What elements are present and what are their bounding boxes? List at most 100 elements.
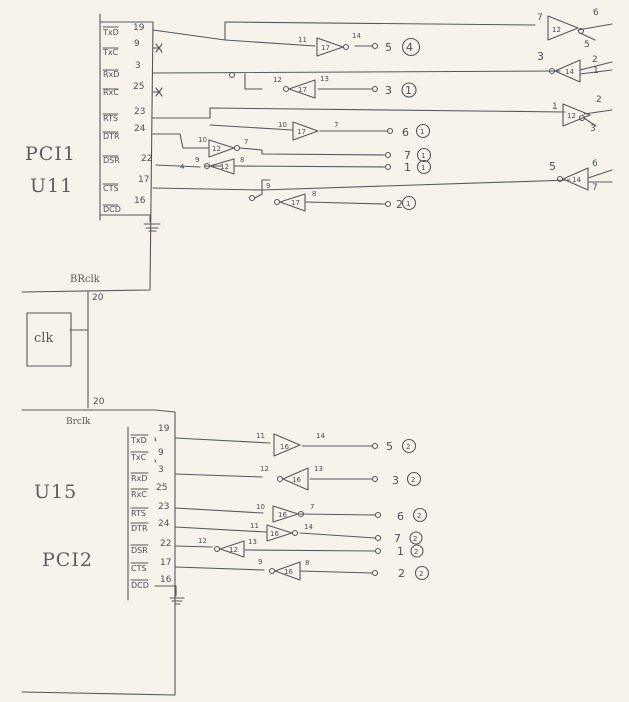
right-gate-2-type: 14 [565, 68, 574, 76]
u11-pin-label-dcd: DCD [103, 205, 121, 214]
u15-gate-rxd-type: 16 [292, 476, 301, 484]
u15-gate-txd-out: 14 [316, 432, 325, 440]
right-gate-3: 12 1 2 3 [552, 95, 602, 134]
right-gate-4-b: 6 [592, 159, 598, 169]
u15-out-conn: 2 [417, 512, 421, 520]
u11-pin-num-19: 19 [133, 23, 145, 33]
u11-chip-name: PCI1 [25, 143, 76, 165]
u15-gate-cts-out: 8 [305, 559, 309, 567]
u11-out-num: 3 [385, 84, 392, 97]
u15-out-num: 1 [397, 545, 404, 558]
u15-pin-num-16: 16 [160, 575, 172, 585]
u15-gate-dsr-type: 12 [229, 546, 238, 554]
u11-gate-dtr-out: 7 [244, 138, 248, 146]
right-gate-2-c: 1 [593, 66, 599, 76]
u11-pin-label-txd: TxD [102, 28, 119, 37]
u11-gate-txd-out: 14 [352, 32, 361, 40]
u11-out-num: 2 [396, 198, 403, 211]
u11-gate-dtr: 12 10 7 [198, 136, 248, 158]
u15-out-num: 2 [398, 567, 405, 580]
u11-wiring [152, 21, 613, 208]
u11-gate-rts-type: 17 [297, 128, 306, 136]
u15-gate-txd-type: 16 [280, 443, 289, 451]
u11-gate-rxd-out: 13 [320, 75, 329, 83]
right-gate-4-a: 5 [549, 160, 556, 173]
u15-pin-num-19: 19 [158, 424, 170, 434]
u15-outputs: 5 2 3 2 6 2 7 2 1 2 2 2 [386, 438, 430, 581]
u11-gate-cts: 17 9 8 [266, 182, 316, 212]
u15-out-conn: 2 [411, 476, 415, 484]
u15-pin-label-txd: TxD [130, 436, 147, 445]
u11-clock-label: BRclk [70, 274, 101, 285]
u11-gate-dsr-out: 8 [240, 156, 244, 164]
u15-out-num: 7 [394, 532, 401, 545]
u11-out-num: 6 [402, 126, 409, 139]
u11-pin-num-17: 17 [138, 175, 149, 185]
u11-pin-label-rxd: RxD [103, 70, 119, 79]
u15-clock-pin: 20 [93, 397, 105, 407]
u11-pin-label-rts: RTS [103, 114, 118, 123]
u15-out-conn: 2 [419, 570, 423, 578]
right-gate-3-type: 12 [567, 112, 576, 120]
u15-pin-num-9: 9 [158, 448, 164, 458]
u11-out-num: 5 [385, 41, 392, 54]
u11-gate-rts-in: 10 [278, 121, 287, 129]
u15-pin-num-25: 25 [156, 483, 167, 493]
u15-gate-cts-type: 16 [284, 568, 293, 576]
u11-gate-dsr-type: 12 [220, 163, 229, 171]
u11-pin-num-3: 3 [135, 61, 141, 71]
u11-out-conn: 4 [406, 41, 413, 54]
u15-gate-dtr-type: 16 [270, 530, 279, 538]
u11-gate-dsr-pin4: 4 [180, 163, 185, 171]
u11-pin-label-dtr: DTR [103, 132, 120, 141]
u15-chip-name: PCI2 [42, 549, 93, 571]
u11-part-label: U11 [30, 175, 73, 197]
right-gate-4-type: 14 [572, 176, 581, 184]
u11-pin-num-23: 23 [134, 107, 145, 117]
u11-gate-dtr-in: 10 [198, 136, 207, 144]
u15-out-num: 3 [392, 474, 399, 487]
u11-pin-label-txc: TxC [102, 48, 119, 57]
clock-oscillator: clk [26, 291, 89, 409]
right-gate-2: 14 3 2 1 [537, 50, 599, 83]
right-gate-4: 14 5 6 7 [549, 159, 598, 193]
u11-right-gates: 12 7 6 5 14 3 2 1 12 1 2 3 14 5 6 7 [537, 8, 602, 193]
u15-gate-rxd-out: 13 [314, 465, 323, 473]
osc-label: clk [34, 331, 53, 346]
u15-pin-num-24: 24 [158, 519, 170, 529]
u11-gate-cts-in: 9 [266, 182, 270, 190]
u15-wiring [174, 437, 382, 577]
u15-pin-label-txc: TxC [130, 453, 147, 462]
u15-gate-dtr-in: 11 [250, 522, 259, 530]
u11-gate-rxd-in: 12 [273, 76, 282, 84]
u15-gate-dtr-out: 14 [304, 523, 313, 531]
u11-pin-label-cts: CTS [103, 184, 119, 193]
u15-chip: Brclk 20 TxD TxC RxD RxC RTS DTR DSR CTS… [21, 397, 185, 696]
right-gate-1-b: 6 [593, 8, 599, 18]
u15-gate-dsr: 12 12 13 [198, 537, 257, 558]
u11-pin-num-24: 24 [134, 124, 146, 134]
u11-out-conn: 1 [421, 152, 425, 160]
u15-part-label: U15 [34, 481, 77, 503]
u11-out-conn: 1 [420, 128, 424, 136]
right-gate-1-c: 5 [584, 40, 590, 50]
u11-gate-cts-out: 8 [312, 190, 316, 198]
u15-clock-label: Brclk [66, 417, 91, 427]
u15-gates: 16 11 14 16 12 13 16 10 7 16 11 14 [198, 432, 325, 581]
u15-gate-rts-out: 7 [310, 503, 314, 511]
osc-box [26, 312, 72, 367]
u11-gate-dsr-in: 9 [195, 156, 199, 164]
u11-out-num: 7 [404, 149, 411, 162]
u15-pin-label-rxd: RxD [131, 474, 147, 483]
u11-pin-num-9: 9 [134, 39, 140, 49]
u15-out-conn: 2 [414, 548, 418, 556]
u11-gate-dtr-type: 12 [212, 145, 221, 153]
u11-gate-dsr: 12 9 8 4 [180, 156, 244, 175]
u15-out-conn: 2 [413, 535, 417, 543]
u11-out-conn: 1 [406, 200, 410, 208]
u11-gate-rxd-type: 17 [298, 86, 307, 94]
u11-pin-num-16: 16 [134, 196, 146, 206]
right-gate-3-a: 1 [552, 102, 558, 112]
u11-gate-txd-in: 11 [298, 36, 307, 44]
